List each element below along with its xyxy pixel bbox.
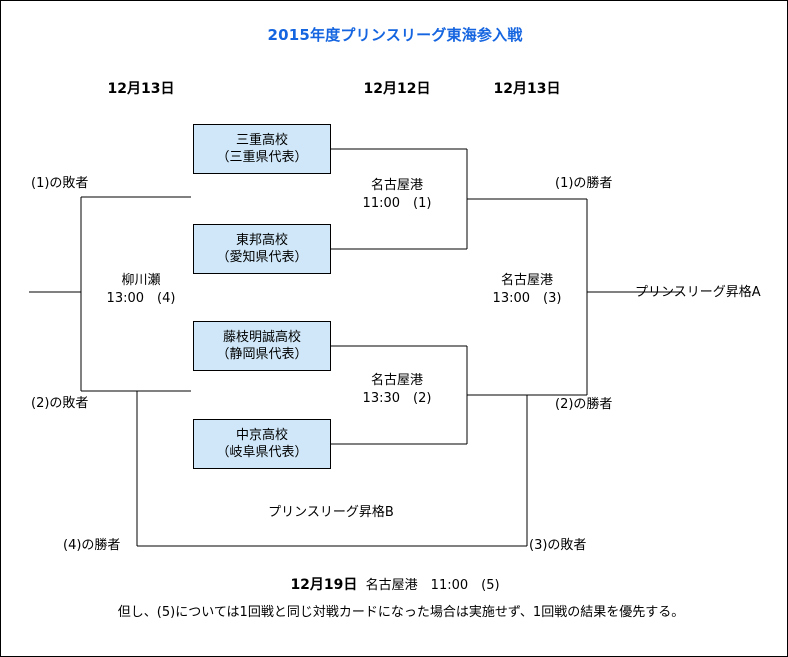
match-1-detail: 11:00 (1) xyxy=(362,196,432,211)
match-3-venue: 名古屋港 xyxy=(500,273,554,288)
date-header-left: 12月13日 xyxy=(107,81,175,97)
footer-match-5: 12月19日 名古屋港 11:00 (5) xyxy=(290,577,499,594)
page-title: 2015年度プリンスリーグ東海参入戦 xyxy=(267,26,523,44)
feeder-loser-2: (2)の敗者 xyxy=(31,396,89,411)
footer-match-5-venue-time xyxy=(357,578,365,593)
footer-match-5-date: 12月19日 xyxy=(290,577,358,593)
team-name-4: 中京高校 xyxy=(235,428,288,443)
match-2-detail: 13:30 (2) xyxy=(362,391,432,406)
date-header-center: 12月12日 xyxy=(363,81,431,97)
feeder-winner-4: (4)の勝者 xyxy=(63,538,121,553)
team-name-1: 三重高校 xyxy=(235,133,288,148)
footer-match-5-detail: 名古屋港 11:00 (5) xyxy=(365,578,500,593)
match-2-venue: 名古屋港 xyxy=(370,373,424,388)
team-region-1: （三重県代表） xyxy=(216,150,308,165)
match-4-venue: 柳川瀬 xyxy=(121,273,161,288)
outcome-promotion-b: プリンスリーグ昇格B xyxy=(268,505,394,520)
team-box-1: 三重高校 （三重県代表） xyxy=(193,124,331,174)
match-1-venue: 名古屋港 xyxy=(370,178,424,193)
team-box-3: 藤枝明誠高校 （静岡県代表） xyxy=(193,321,331,371)
outcome-promotion-a: プリンスリーグ昇格A xyxy=(635,285,761,300)
team-region-3: （静岡県代表） xyxy=(216,347,308,362)
team-region-4: （岐阜県代表） xyxy=(216,445,308,460)
feeder-winner-1: (1)の勝者 xyxy=(555,176,613,191)
team-name-2: 東邦高校 xyxy=(235,233,288,248)
team-box-4: 中京高校 （岐阜県代表） xyxy=(193,419,331,469)
team-region-2: （愛知県代表） xyxy=(216,250,308,265)
team-name-3: 藤枝明誠高校 xyxy=(222,330,301,345)
footer-note: 但し、(5)については1回戦と同じ対戦カードになった場合は実施せず、1回戦の結果… xyxy=(117,605,685,620)
match-3-detail: 13:00 (3) xyxy=(492,291,562,306)
feeder-winner-2: (2)の勝者 xyxy=(555,397,613,412)
match-4-detail: 13:00 (4) xyxy=(106,291,176,306)
team-box-2: 東邦高校 （愛知県代表） xyxy=(193,224,331,274)
date-header-right: 12月13日 xyxy=(493,81,561,97)
feeder-loser-3: (3)の敗者 xyxy=(529,538,587,553)
feeder-loser-1: (1)の敗者 xyxy=(31,176,89,191)
